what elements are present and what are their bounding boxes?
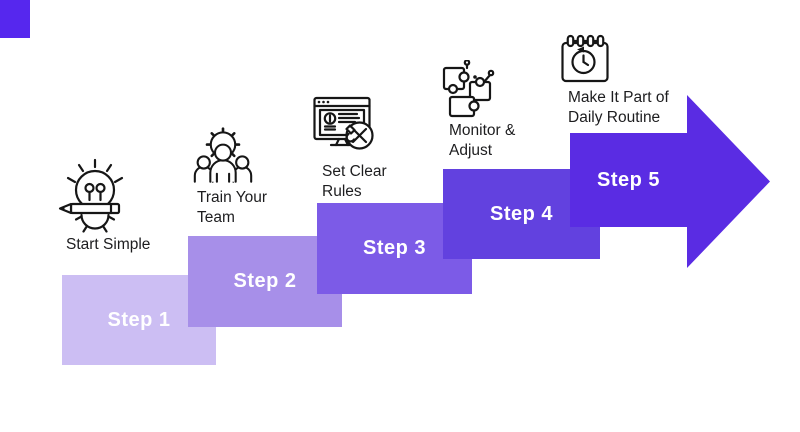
- step-3-label: Step 3: [362, 237, 427, 259]
- step-2-caption-line: Team: [197, 209, 235, 226]
- lightbulb-pencil-gear-icon: [58, 157, 132, 233]
- step-2-caption: Train Your Team: [197, 188, 267, 228]
- puzzle-circuit-icon: [438, 60, 496, 120]
- step-3-caption-line: Set Clear: [322, 163, 387, 180]
- step-5-caption-line: Daily Routine: [568, 109, 661, 126]
- step-3-caption-line: Rules: [322, 183, 362, 200]
- step-1-caption-line: Start Simple: [66, 236, 151, 253]
- step-2-caption-line: Train Your: [197, 189, 268, 206]
- step-4-caption: Monitor & Adjust: [449, 121, 515, 161]
- corner-accent-square: [0, 0, 30, 38]
- step-1-label: Step 1: [107, 308, 171, 331]
- step-5-label-wrap: Step 5: [570, 133, 687, 227]
- step-2-label: Step 2: [233, 270, 297, 292]
- step-4-caption-line: Monitor &: [449, 122, 516, 139]
- monitor-tools-icon: [313, 95, 377, 157]
- step-5-label: Step 5: [596, 168, 661, 191]
- step-4-label: Step 4: [489, 202, 554, 225]
- calendar-clock-icon: [560, 34, 610, 84]
- step-5-caption: Make It Part of Daily Routine: [568, 88, 669, 128]
- step-2-box: Step 2: [188, 236, 342, 327]
- step-4-caption-line: Adjust: [449, 142, 493, 159]
- team-gear-icon: [192, 124, 254, 184]
- step-3-caption: Set Clear Rules: [322, 162, 387, 202]
- step-5-caption-line: Make It Part of: [568, 89, 669, 106]
- step-1-caption: Start Simple: [66, 235, 150, 255]
